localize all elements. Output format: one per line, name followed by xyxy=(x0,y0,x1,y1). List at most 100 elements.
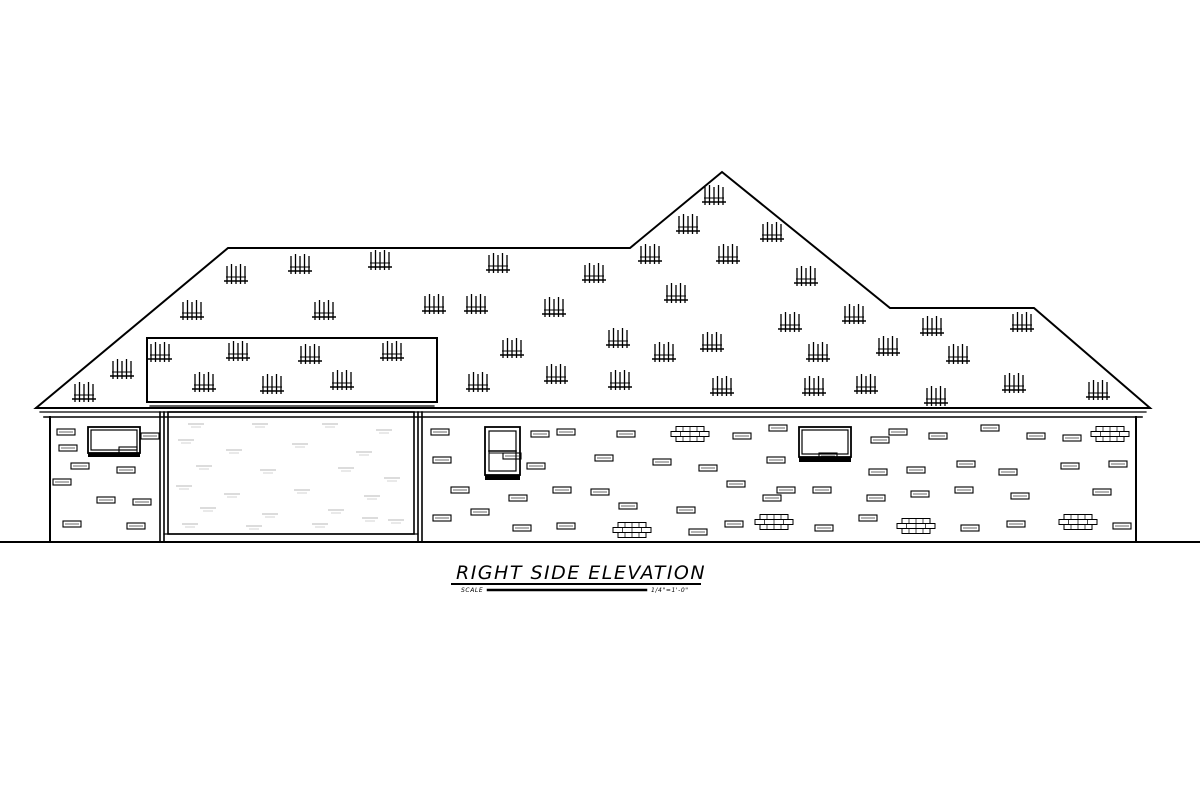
shingle-mark xyxy=(72,382,96,402)
shingle-mark xyxy=(466,372,490,392)
brick-mark xyxy=(858,514,878,522)
brick-mark xyxy=(1092,488,1112,496)
shingle-mark xyxy=(288,254,312,274)
shingle-mark xyxy=(330,370,354,390)
brick-mark xyxy=(132,498,152,506)
brick-mark xyxy=(724,520,744,528)
brick-mark xyxy=(1010,492,1030,500)
shingle-mark xyxy=(1010,312,1034,332)
brick-mark xyxy=(140,432,160,440)
garage-roof-band xyxy=(146,337,438,403)
brick-mark xyxy=(1006,520,1026,528)
shingle-mark xyxy=(606,328,630,348)
shingle-mark xyxy=(368,250,392,270)
brick-mark xyxy=(868,468,888,476)
brick-mark xyxy=(530,430,550,438)
brick-mark xyxy=(980,424,1000,432)
brick-mark xyxy=(556,522,576,530)
brick-mark xyxy=(56,428,76,436)
brick-mark xyxy=(910,490,930,498)
brick-mark xyxy=(552,486,572,494)
brick-mark xyxy=(512,524,532,532)
window-right xyxy=(798,426,852,462)
shingle-mark xyxy=(920,316,944,336)
brick-mark xyxy=(688,528,708,536)
roof-shingle-marks xyxy=(72,185,1110,406)
brick-mark xyxy=(866,494,886,502)
brick-cluster xyxy=(670,426,710,442)
shingle-mark xyxy=(760,222,784,242)
shingle-mark xyxy=(298,344,322,364)
brick-mark xyxy=(594,454,614,462)
brick-mark xyxy=(732,432,752,440)
shingle-mark xyxy=(312,300,336,320)
drawing-title: RIGHT SIDE ELEVATION xyxy=(456,562,706,584)
brick-mark xyxy=(432,514,452,522)
shingle-mark xyxy=(924,386,948,406)
brick-mark xyxy=(508,494,528,502)
shingle-mark xyxy=(946,344,970,364)
shingle-mark xyxy=(500,338,524,358)
shingle-mark xyxy=(1002,373,1026,393)
shingle-mark xyxy=(638,244,662,264)
shingle-mark xyxy=(676,214,700,234)
brick-mark xyxy=(450,486,470,494)
shingle-mark xyxy=(192,372,216,392)
brick-mark xyxy=(814,524,834,532)
shingle-mark xyxy=(380,341,404,361)
brick-mark xyxy=(956,460,976,468)
brick-mark xyxy=(954,486,974,494)
brick-cluster xyxy=(1090,426,1130,442)
shingle-mark xyxy=(876,336,900,356)
brick-mark xyxy=(768,424,788,432)
shingle-mark xyxy=(806,342,830,362)
shingle-mark xyxy=(854,374,878,394)
shingle-mark xyxy=(842,304,866,324)
brick-mark xyxy=(698,464,718,472)
shingle-mark xyxy=(180,300,204,320)
brick-mark xyxy=(618,502,638,510)
brick-mark xyxy=(70,462,90,470)
shingle-mark xyxy=(582,263,606,283)
brick-mark xyxy=(58,444,78,452)
shingle-mark xyxy=(148,342,172,362)
shingle-mark xyxy=(716,244,740,264)
shingle-mark xyxy=(224,264,248,284)
scale-value: 1/4"=1'-0" xyxy=(651,587,689,594)
shingle-mark xyxy=(778,312,802,332)
brick-mark xyxy=(762,494,782,502)
shingle-mark xyxy=(710,376,734,396)
shingle-mark xyxy=(542,297,566,317)
brick-mark xyxy=(776,486,796,494)
brick-mark xyxy=(126,522,146,530)
brick-mark xyxy=(116,466,136,474)
shingle-mark xyxy=(664,283,688,303)
brick-mark xyxy=(818,452,838,460)
brick-mark xyxy=(870,436,890,444)
brick-mark xyxy=(1026,432,1046,440)
shingle-mark xyxy=(260,374,284,394)
brick-mark xyxy=(766,456,786,464)
wall-outline xyxy=(49,411,1137,543)
scale-label: SCALE xyxy=(461,587,483,594)
shingle-mark xyxy=(652,342,676,362)
shingle-mark xyxy=(544,364,568,384)
shingle-mark xyxy=(608,370,632,390)
brick-mark xyxy=(590,488,610,496)
brick-mark xyxy=(616,430,636,438)
brick-mark xyxy=(998,468,1018,476)
brick-cluster xyxy=(1058,514,1098,530)
shingle-mark xyxy=(802,376,826,396)
brick-mark xyxy=(1108,460,1128,468)
brick-cluster xyxy=(754,514,794,530)
brick-mark xyxy=(652,458,672,466)
brick-mark xyxy=(432,456,452,464)
shingle-mark xyxy=(794,266,818,286)
brick-mark xyxy=(430,428,450,436)
garage-texture-marks xyxy=(176,423,404,530)
brick-mark xyxy=(96,496,116,504)
shingle-mark xyxy=(702,185,726,205)
shingle-mark xyxy=(700,332,724,352)
shingle-mark xyxy=(422,294,446,314)
